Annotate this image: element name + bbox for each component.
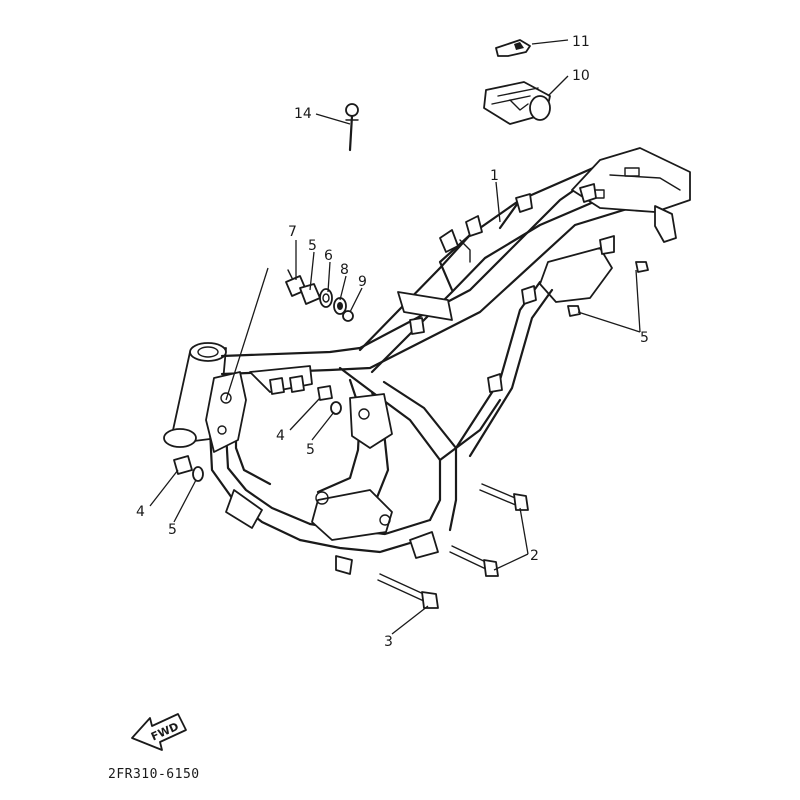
part-4-nut-lower [173, 455, 193, 475]
callout-14: 14 [294, 106, 312, 122]
head-tube-top [189, 342, 227, 362]
part-2-bolt-lower [449, 545, 499, 577]
head-tube-bottom [163, 428, 197, 448]
fwd-arrow: FWD [131, 713, 187, 751]
part-3-bolt [377, 573, 439, 609]
part-2-bolt-upper [479, 483, 529, 511]
part-4-nut-upper [317, 385, 333, 401]
rear-fender-plate [571, 147, 691, 213]
callout-2: 2 [530, 548, 539, 564]
leader-lines [149, 39, 641, 635]
callout-5-upper: 5 [306, 442, 315, 458]
fwd-arrow-icon [131, 713, 187, 751]
engine-mount-plate-lower [311, 489, 393, 541]
callout-12: 10 [572, 68, 590, 84]
callout-1: 1 [490, 168, 499, 184]
callout-4-upper: 4 [276, 428, 285, 444]
callout-3: 3 [384, 634, 393, 650]
part-14-pin [345, 103, 359, 152]
callout-11: 9 [358, 274, 367, 290]
engine-mount-plate-left [205, 371, 247, 453]
callout-5-lower: 5 [168, 522, 177, 538]
callout-8: 6 [324, 248, 333, 264]
part-11-nut [342, 310, 354, 322]
lower-cradle [298, 538, 422, 554]
callout-10: 8 [340, 262, 349, 278]
callout-9: 7 [288, 224, 297, 240]
part-5-washer-upper [330, 401, 342, 415]
part-6-bolts [567, 261, 649, 317]
callout-4-lower: 4 [136, 504, 145, 520]
callout-7: 5 [308, 238, 317, 254]
part-5-washer-lower [192, 466, 204, 482]
callout-6: 5 [640, 330, 649, 346]
part-code: 2FR310-6150 [108, 767, 200, 782]
part-13-bracket [495, 39, 531, 57]
motorcycle-frame [163, 147, 691, 575]
cross-member-bracket [397, 291, 453, 321]
shock-mount-plate [539, 247, 613, 303]
part-12-band [483, 81, 551, 125]
part-8-damper [319, 288, 333, 308]
callout-13: 11 [572, 34, 590, 50]
pivot-plate [349, 393, 393, 449]
callouts: 11 10 14 1 7 5 6 8 9 5 4 5 4 5 2 3 [136, 34, 649, 650]
